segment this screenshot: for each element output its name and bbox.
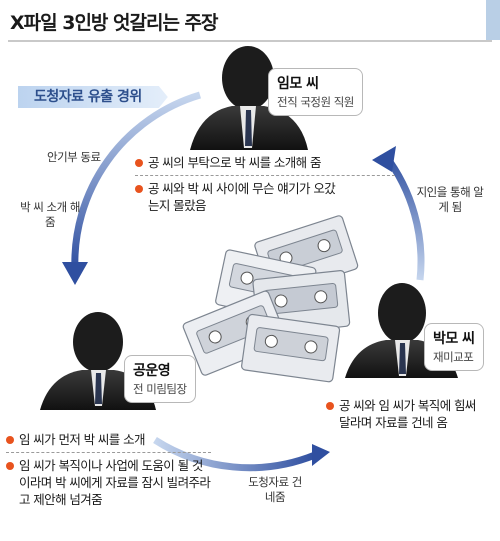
flow-arrow-right (372, 146, 425, 281)
bullet-dot (135, 159, 143, 167)
bullet-dot (6, 462, 14, 470)
statement-item: 공 씨의 부탁으로 박 씨를 소개해 줌 (135, 154, 395, 171)
person-role: 전 미림팀장 (133, 382, 187, 396)
statement-divider (6, 452, 211, 453)
person-role: 재미교포 (433, 350, 474, 364)
arrow-label-introduce: 박 씨 소개 해 줌 (20, 200, 80, 229)
cassette-tapes-illustration (182, 215, 359, 383)
corner-accent (486, 0, 500, 40)
person-role: 전직 국정원 직원 (277, 95, 354, 109)
section-ribbon: 도청자료 유출 경위 (18, 86, 168, 108)
statements-park: 공 씨와 임 씨가 복직에 힘써 달라며 자료를 건네 옴 (326, 397, 486, 435)
person-name: 박모 씨 (433, 331, 475, 347)
statement-item: 공 씨와 임 씨가 복직에 힘써 달라며 자료를 건네 옴 (326, 397, 486, 431)
arrow-label-coworker: 안기부 동료 (47, 150, 101, 164)
statement-item: 임 씨가 복직이나 사업에 도움이 될 것이라며 박 씨에게 자료를 잠시 빌려… (6, 457, 211, 508)
person-name: 임모 씨 (277, 76, 319, 92)
name-box-park: 박모 씨 재미교포 (424, 323, 484, 371)
statement-divider (135, 175, 395, 176)
name-box-im: 임모 씨 전직 국정원 직원 (268, 68, 363, 116)
name-box-gong: 공운영 전 미림팀장 (124, 355, 196, 403)
statements-gong: 임 씨가 먼저 박 씨를 소개 임 씨가 복직이나 사업에 도움이 될 것이라며… (6, 431, 211, 512)
statements-im: 공 씨의 부탁으로 박 씨를 소개해 줌 공 씨와 박 씨 사이에 무슨 얘기가… (135, 154, 395, 218)
bullet-dot (135, 185, 143, 193)
flow-arrow-bottom (153, 437, 330, 472)
person-name: 공운영 (133, 363, 171, 379)
statement-item: 임 씨가 먼저 박 씨를 소개 (6, 431, 211, 448)
arrow-label-acquaintance: 지인을 통해 알게 됨 (416, 185, 484, 214)
arrow-label-handover: 도청자료 건네줌 (248, 475, 302, 504)
person-im-silhouette (190, 46, 308, 150)
bullet-dot (6, 436, 14, 444)
flow-arrow-left (62, 91, 201, 285)
bullet-dot (326, 402, 334, 410)
page-title: X파일 3인방 엇갈리는 주장 (10, 12, 219, 34)
header-divider (8, 40, 492, 42)
cassette-tape (241, 313, 341, 383)
statement-item: 공 씨와 박 씨 사이에 무슨 얘기가 오갔는지 몰랐음 (135, 180, 338, 214)
